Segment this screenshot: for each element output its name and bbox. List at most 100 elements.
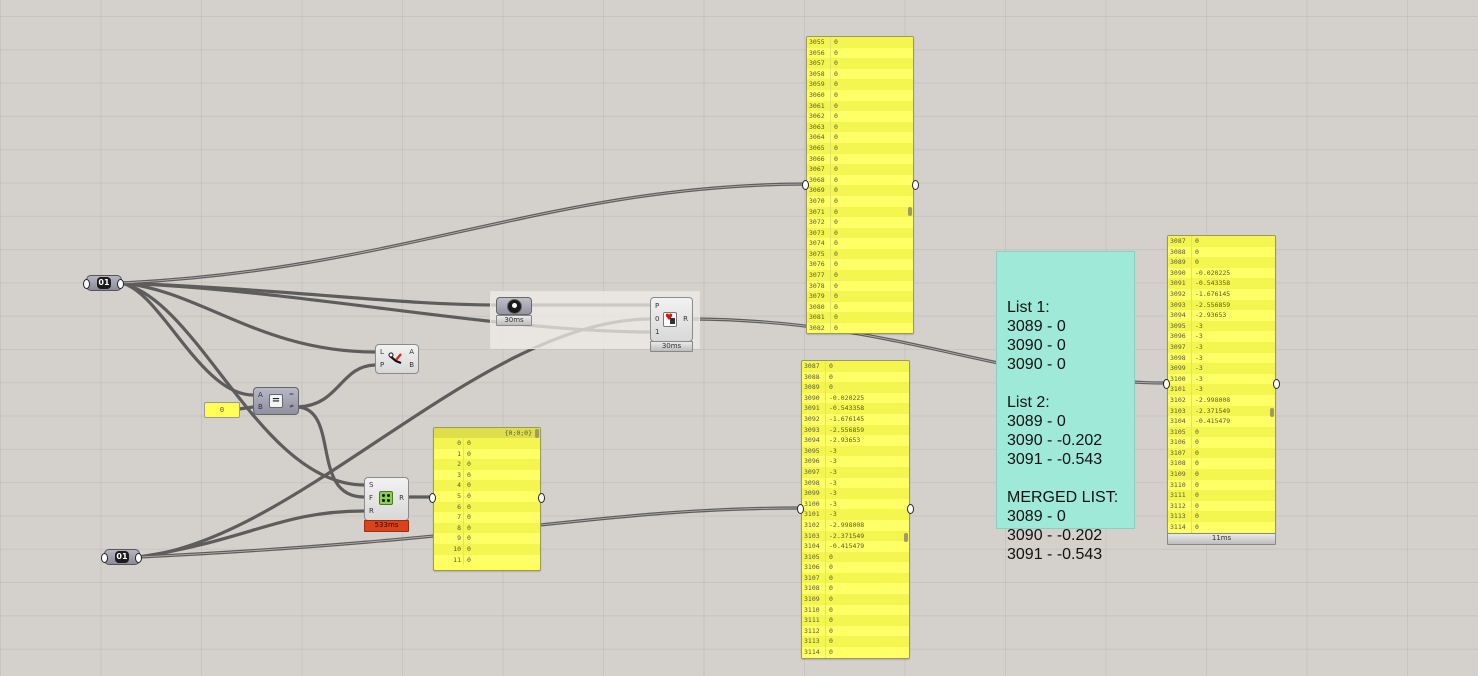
row-value: -3	[1195, 321, 1203, 330]
row-index: 3104	[1168, 416, 1192, 427]
scrollbar[interactable]	[904, 533, 908, 542]
equals-icon: =	[269, 394, 283, 408]
equality-component[interactable]: A B = = ≠	[253, 387, 299, 415]
input-grip[interactable]	[797, 504, 804, 514]
output-b[interactable]: B	[409, 361, 414, 369]
input-a[interactable]: A	[258, 391, 263, 399]
input-r[interactable]: R	[369, 507, 374, 515]
row-value: 0	[467, 449, 471, 458]
input-pattern[interactable]: P	[655, 302, 660, 310]
dispatch-component[interactable]: L P A B	[375, 344, 419, 374]
row-value: 0	[829, 637, 833, 646]
output-r[interactable]: R	[399, 494, 404, 502]
row-index: 7	[434, 512, 464, 523]
input-grip[interactable]	[1163, 379, 1170, 389]
input-1[interactable]: 1	[655, 328, 660, 336]
row-value: 0	[834, 292, 838, 301]
input-b[interactable]: B	[258, 403, 263, 411]
row-value: 0	[834, 48, 838, 57]
panel-row: 3099-3	[802, 488, 909, 499]
data-dam-component[interactable]	[496, 297, 532, 315]
input-f[interactable]: F	[369, 494, 374, 502]
row-index: 3101	[1168, 384, 1192, 395]
row-index: 3067	[807, 164, 831, 175]
row-index: 3095	[1168, 320, 1192, 332]
row-index: 3105	[1168, 426, 1192, 438]
wire	[119, 281, 366, 487]
row-value: 0	[834, 154, 838, 163]
output-grip[interactable]	[117, 279, 124, 289]
row-index: 3098	[1168, 352, 1192, 364]
input-grip[interactable]	[83, 279, 90, 289]
output-grip[interactable]	[538, 493, 545, 503]
scrollbar[interactable]	[535, 429, 539, 438]
row-index: 3080	[807, 301, 831, 313]
row-index: 3057	[807, 58, 831, 69]
panel-row: 3101-3	[1168, 384, 1275, 395]
input-grip[interactable]	[101, 553, 108, 563]
output-not-equal[interactable]: ≠	[288, 403, 294, 410]
input-pattern[interactable]: P	[380, 361, 385, 369]
input-list[interactable]: L	[380, 348, 384, 356]
row-value: -3	[1195, 374, 1203, 383]
panel-row: 3100-3	[1168, 373, 1275, 385]
input-grip[interactable]	[429, 493, 436, 503]
scrollbar[interactable]	[1270, 408, 1274, 417]
row-value: 0	[1195, 501, 1199, 510]
panel-row: 3101-3	[802, 509, 909, 520]
output-grip[interactable]	[1273, 379, 1280, 389]
row-index: 3066	[807, 153, 831, 165]
input-0[interactable]: 0	[655, 315, 660, 323]
dispatch-icon	[388, 352, 402, 365]
row-index: 11	[434, 554, 464, 566]
scrollbar[interactable]	[908, 207, 912, 216]
filter-component[interactable]: S F R R	[364, 477, 409, 521]
row-value: 0	[834, 122, 838, 131]
output-grip[interactable]	[135, 553, 142, 563]
pick-component[interactable]: P 0 1 ♥ R	[650, 297, 693, 342]
row-index: 3094	[1168, 310, 1192, 321]
row-value: -3	[829, 489, 837, 498]
number-panel[interactable]: 0	[204, 402, 240, 418]
row-index: 3110	[1168, 479, 1192, 491]
output-r[interactable]: R	[683, 315, 688, 323]
row-value: 0	[829, 648, 833, 657]
row-value: 0	[1195, 438, 1199, 447]
row-index: 3089	[802, 382, 826, 393]
output-grip[interactable]	[912, 180, 919, 190]
panel-row: 3095-3	[802, 445, 909, 457]
note-line: List 1:	[1007, 299, 1050, 316]
input-grip[interactable]	[802, 180, 809, 190]
filter-icon	[379, 491, 393, 505]
output-a[interactable]: A	[409, 348, 414, 356]
data-dam-icon	[507, 299, 522, 314]
row-value: 0	[467, 481, 471, 490]
row-index: 3104	[802, 541, 826, 552]
output-equal[interactable]: =	[288, 391, 294, 398]
row-index: 3102	[802, 519, 826, 531]
output-grip[interactable]	[907, 504, 914, 514]
input-s[interactable]: S	[369, 481, 374, 489]
